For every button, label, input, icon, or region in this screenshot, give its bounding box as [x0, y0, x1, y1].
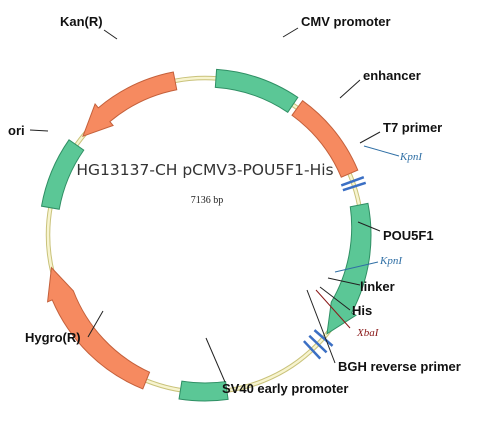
ori-arc [40, 139, 85, 210]
leader-pou5f1 [357, 221, 381, 232]
leader-xba1 [315, 289, 351, 329]
sv40-early-promoter-label: SV40 early promoter [222, 381, 348, 396]
kan-arc [82, 71, 178, 138]
enhancer-arc [291, 100, 359, 178]
plasmid-size: 7136 bp [191, 195, 224, 206]
ori-label: ori [8, 123, 25, 138]
linker-label: linker [360, 279, 395, 294]
his-label: His [352, 303, 372, 318]
t7-primer-label: T7 primer [383, 120, 442, 135]
leader-ori [29, 129, 49, 132]
cmv-promoter-arc [214, 68, 299, 113]
leader-cmv [282, 27, 299, 38]
leader-bgh [306, 289, 336, 364]
plasmid-name: HG13137-CH pCMV3-POU5F1-His [76, 161, 333, 179]
bgh-reverse-primer-label: BGH reverse primer [338, 359, 461, 374]
kan-label: Kan(R) [60, 14, 103, 29]
leader-hygro [87, 310, 104, 338]
leader-linker [327, 277, 361, 286]
his-mark [308, 334, 328, 354]
t7-primer-mark [340, 176, 365, 187]
t7-primer-mark-2 [342, 181, 367, 192]
kpn1-site-label-b: KpnI [379, 255, 403, 267]
leader-t7 [359, 131, 381, 144]
leader-kpn1-a [363, 145, 400, 157]
leader-his [319, 286, 351, 311]
leader-enhancer [339, 79, 361, 99]
kpn1-site-label-a: KpnI [399, 151, 423, 163]
leader-kpn1-b [334, 261, 379, 273]
bgh-primer-mark [302, 340, 322, 360]
pou5f1-label: POU5F1 [383, 228, 434, 243]
hygro-arc [46, 266, 151, 390]
enhancer-label: enhancer [363, 68, 421, 83]
cmv-promoter-label: CMV promoter [301, 14, 391, 29]
leader-sv40 [205, 337, 226, 383]
leader-kan [103, 29, 118, 40]
hygro-label: Hygro(R) [25, 330, 81, 345]
xba1-site-label: XbaI [356, 327, 380, 339]
linker-mark [313, 329, 334, 347]
sv40-early-promoter-arc [178, 380, 229, 402]
